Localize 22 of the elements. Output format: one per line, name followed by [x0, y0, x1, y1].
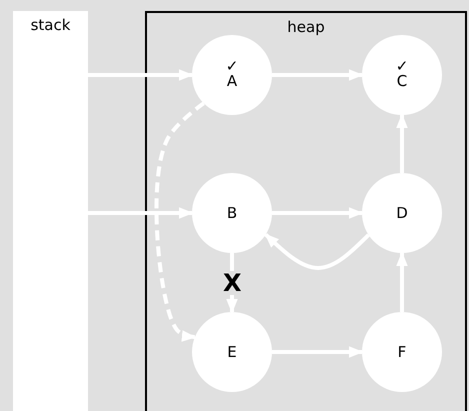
arrow [88, 207, 194, 219]
object-label: F [398, 344, 406, 360]
check-mark: ✓ [396, 60, 408, 73]
arrow [264, 233, 370, 270]
check-mark: ✓ [226, 60, 238, 73]
region-label: stack [30, 17, 70, 34]
dashed-arrow [154, 102, 205, 342]
stack-column [13, 11, 88, 411]
edge-label: X [222, 270, 243, 294]
object-label: E [227, 344, 237, 360]
region-label: heap [287, 19, 325, 36]
arrow [272, 346, 364, 358]
arrow [396, 114, 408, 173]
object-label: B [226, 204, 238, 222]
object-label: A [226, 73, 238, 90]
object-label: D [396, 204, 408, 222]
arrow [272, 207, 364, 219]
arrow [88, 69, 194, 81]
heap-region [145, 11, 467, 411]
object-label: C [396, 73, 408, 90]
arrow [396, 252, 408, 312]
arrow [272, 69, 364, 81]
